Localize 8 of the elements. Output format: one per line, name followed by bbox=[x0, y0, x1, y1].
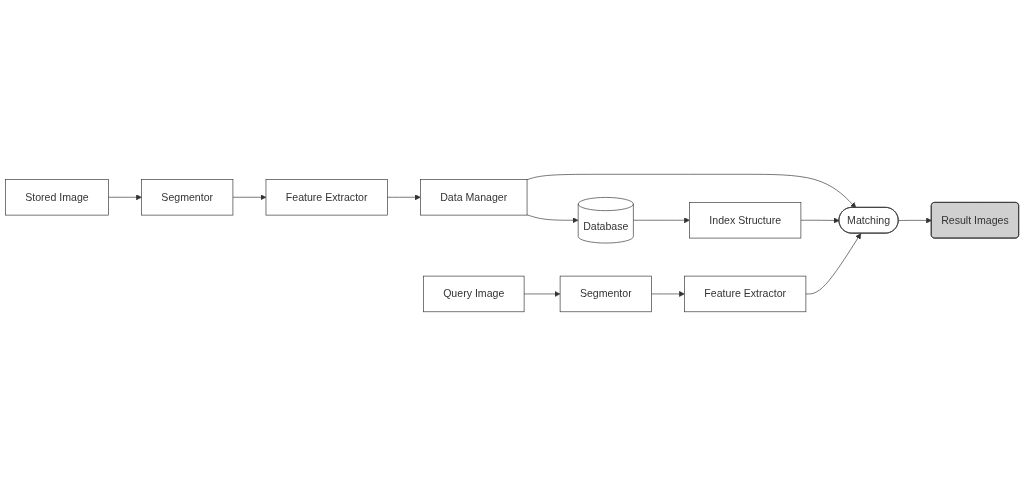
node-box: Feature Extractor bbox=[684, 276, 807, 313]
node-box: Segmentor bbox=[141, 179, 234, 216]
node-box: Index Structure bbox=[689, 202, 802, 239]
node-box: Feature Extractor bbox=[265, 179, 388, 216]
node-box: Query Image bbox=[423, 276, 525, 313]
node-box: Segmentor bbox=[559, 276, 652, 313]
node-box: Data Manager bbox=[420, 179, 528, 216]
node-box: Stored Image bbox=[5, 179, 109, 216]
